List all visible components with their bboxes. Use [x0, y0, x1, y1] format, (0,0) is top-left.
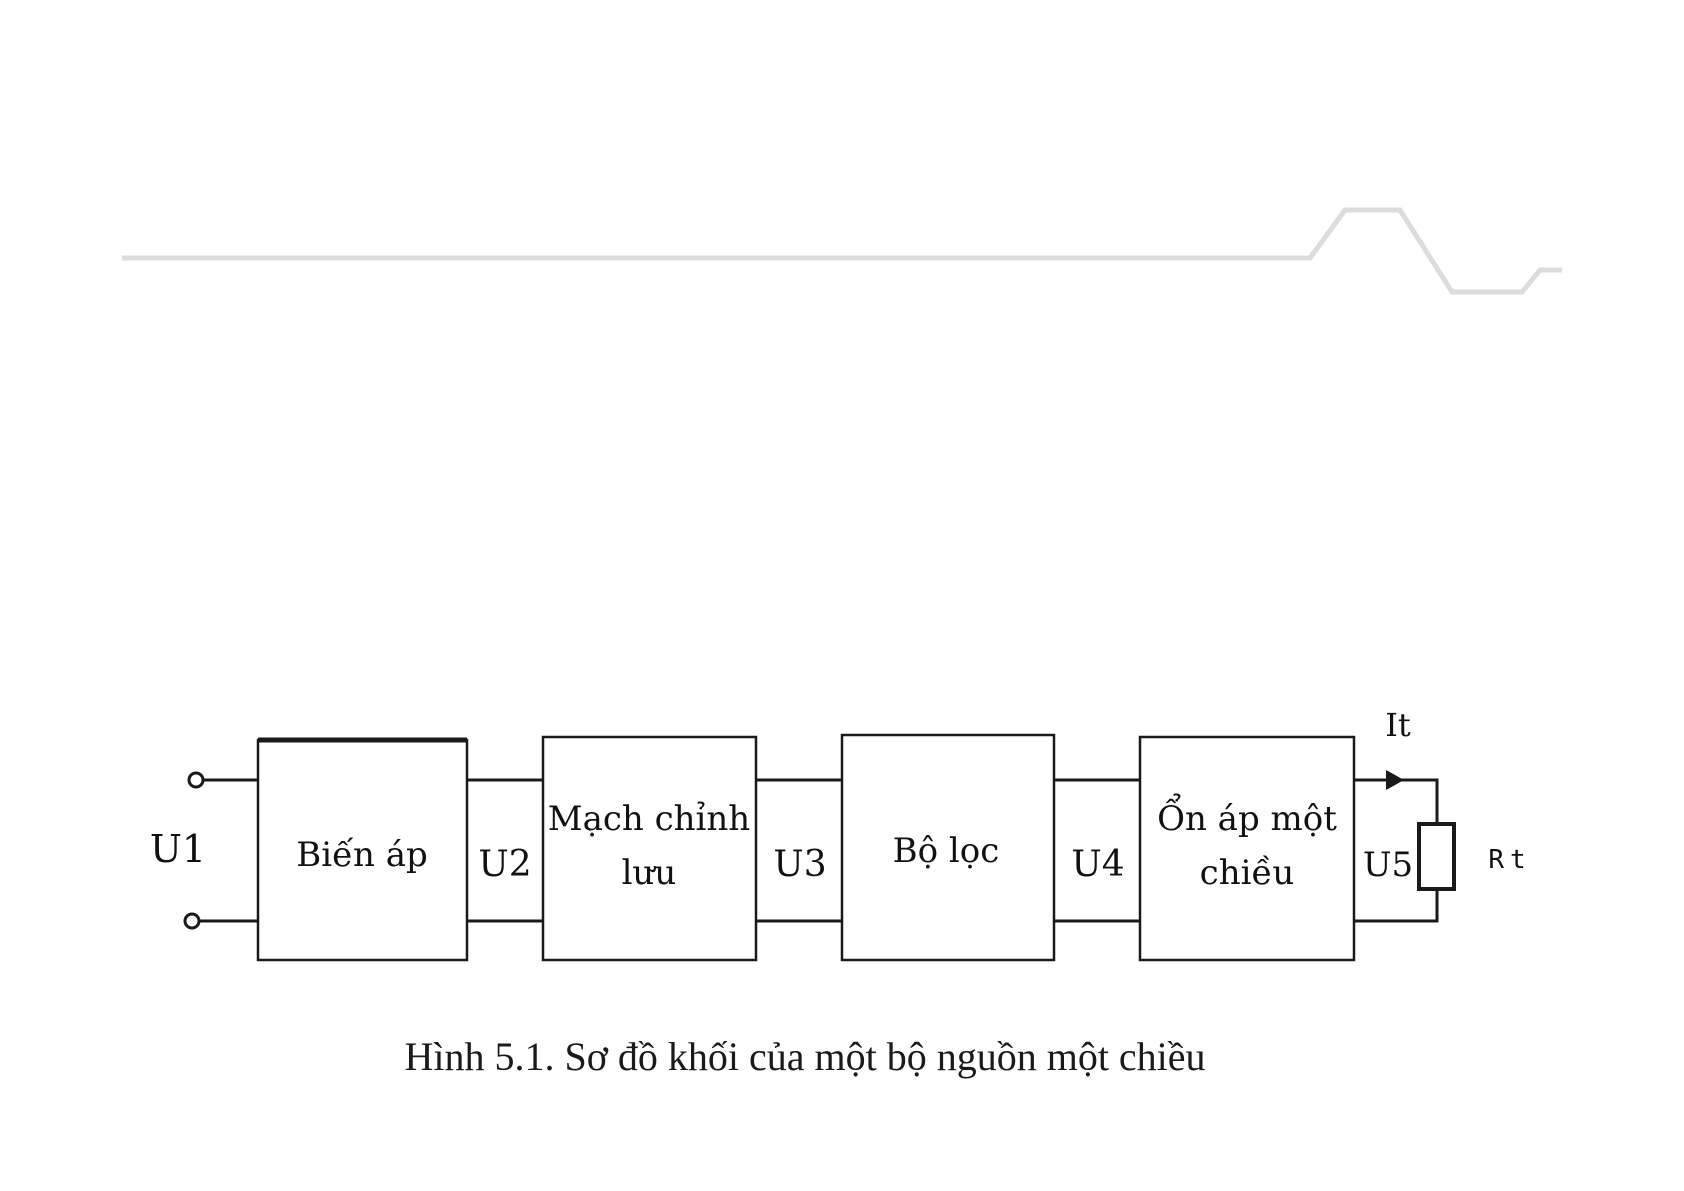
block-bo-loc-label: Bộ lọc — [893, 831, 1000, 871]
header-decoration-line — [122, 210, 1562, 292]
voltage-label-u5: U5 — [1363, 845, 1413, 885]
block-on-ap — [1140, 737, 1354, 960]
block-mach-chinh-luu-label-line2: lưu — [622, 853, 677, 893]
voltage-label-u1: U1 — [150, 827, 206, 871]
output-wire-top — [1354, 780, 1437, 824]
current-arrow-icon — [1386, 770, 1404, 790]
block-bien-ap-label: Biến áp — [296, 835, 428, 875]
block-on-ap-label-line2: chiều — [1200, 853, 1295, 893]
block-on-ap-label-line1: Ổn áp một — [1157, 793, 1337, 839]
voltage-label-u2: U2 — [478, 844, 531, 885]
load-resistor — [1419, 824, 1454, 889]
voltage-label-u3: U3 — [773, 844, 826, 885]
input-terminal-top — [189, 773, 203, 787]
output-wire-bottom — [1354, 889, 1437, 921]
figure-caption: Hình 5.1. Sơ đồ khối của một bộ nguồn mộ… — [404, 1034, 1205, 1079]
current-label: It — [1385, 706, 1411, 744]
voltage-label-u4: U4 — [1071, 844, 1124, 885]
load-label: Rt — [1488, 845, 1531, 875]
input-terminal-bottom — [185, 914, 199, 928]
block-mach-chinh-luu-label-line1: Mạch chỉnh — [548, 799, 750, 839]
block-mach-chinh-luu — [543, 737, 756, 960]
